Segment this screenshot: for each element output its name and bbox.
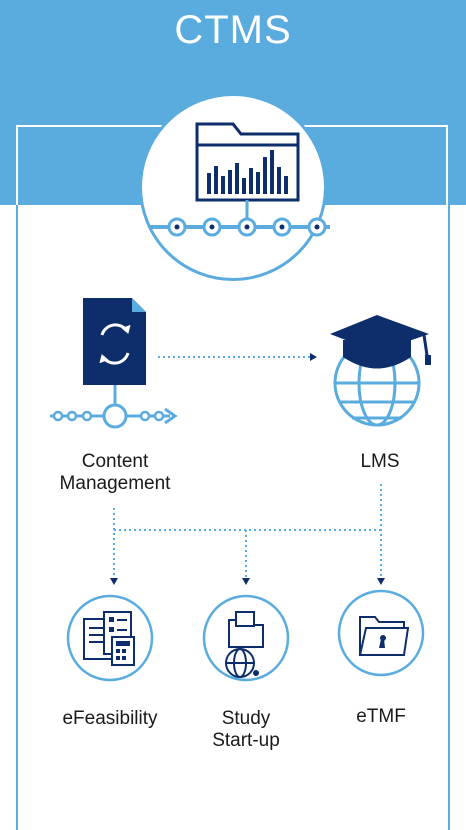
forms-calculator-icon xyxy=(66,594,154,682)
content-management-label: Content Management xyxy=(59,451,171,494)
document-sync-icon xyxy=(50,298,178,429)
connector-tree xyxy=(110,484,385,585)
diagram-title: CTMS xyxy=(174,8,292,52)
etmf-label: eTMF xyxy=(356,706,406,727)
panel-frame xyxy=(16,205,450,830)
lms-label: LMS xyxy=(360,451,400,472)
folder-lock-icon xyxy=(337,589,425,677)
folder-globe-icon xyxy=(202,594,290,682)
graduation-globe-icon xyxy=(330,315,431,427)
folder-chart-icon xyxy=(150,122,330,237)
efeasibility-label: eFeasibility xyxy=(62,708,158,729)
study-startup-label: Study Start-up xyxy=(212,708,280,751)
